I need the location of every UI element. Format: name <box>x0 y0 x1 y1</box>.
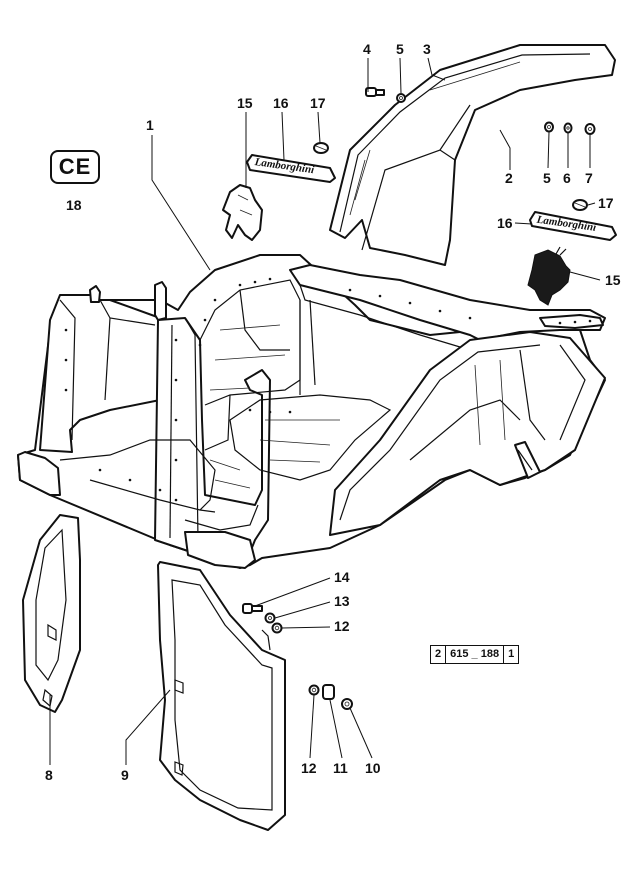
washer-12-b <box>308 684 320 696</box>
callout-11: 11 <box>333 760 348 776</box>
callout-14: 14 <box>334 569 350 585</box>
drawing-ref-group: 2 <box>435 648 442 660</box>
callout-13: 13 <box>334 593 350 609</box>
callout-12-a: 12 <box>334 618 350 634</box>
callout-15-right: 15 <box>605 272 621 288</box>
callout-5-right: 5 <box>543 170 551 186</box>
callout-18: 18 <box>66 197 82 213</box>
callout-16-right: 16 <box>497 215 513 231</box>
nut-10 <box>341 698 353 710</box>
fender-rail-part <box>329 44 616 266</box>
lamborghini-badge-right: Lamborghini <box>529 211 617 241</box>
callout-17-right: 17 <box>598 195 614 211</box>
screw-14 <box>242 603 263 614</box>
cap-17-right <box>572 199 588 211</box>
side-panel-8 <box>22 514 81 713</box>
callout-7: 7 <box>585 170 593 186</box>
callout-10: 10 <box>365 760 381 776</box>
main-body-frame <box>17 254 606 569</box>
callout-4: 4 <box>363 41 371 57</box>
drawing-reference-box: 2 615 _ 188 1 <box>430 645 520 664</box>
washer-5-top <box>396 93 406 103</box>
callout-1: 1 <box>146 117 154 133</box>
bull-emblem-right <box>527 246 571 306</box>
callout-8: 8 <box>45 767 53 783</box>
drawing-ref-number: 615 _ 188 <box>445 646 503 663</box>
washer-13 <box>264 612 276 624</box>
spacer-11 <box>322 684 335 700</box>
cap-17-top <box>313 142 329 154</box>
screw-4 <box>365 87 385 97</box>
side-panel-9 <box>157 561 286 831</box>
callout-16-top: 16 <box>273 95 289 111</box>
bull-emblem-top <box>222 184 263 241</box>
drawing-ref-sheet: 1 <box>503 646 518 663</box>
leader-lines <box>49 57 601 765</box>
washer-6 <box>563 122 573 134</box>
callout-9: 9 <box>121 767 129 783</box>
callout-6: 6 <box>563 170 571 186</box>
callout-3: 3 <box>423 41 431 57</box>
callout-15-top: 15 <box>237 95 253 111</box>
washer-12-a <box>271 622 283 634</box>
callout-17-top: 17 <box>310 95 326 111</box>
nut-7 <box>584 123 596 135</box>
callout-labels: 1 4 5 3 15 16 17 2 5 6 7 17 16 15 18 14 … <box>45 41 621 783</box>
callout-5-top: 5 <box>396 41 404 57</box>
lamborghini-badge-top: Lamborghini <box>246 154 336 183</box>
ce-mark: CE <box>50 150 100 184</box>
callout-2-top: 2 <box>505 170 513 186</box>
washer-5-right <box>544 121 554 133</box>
callout-12-b: 12 <box>301 760 317 776</box>
